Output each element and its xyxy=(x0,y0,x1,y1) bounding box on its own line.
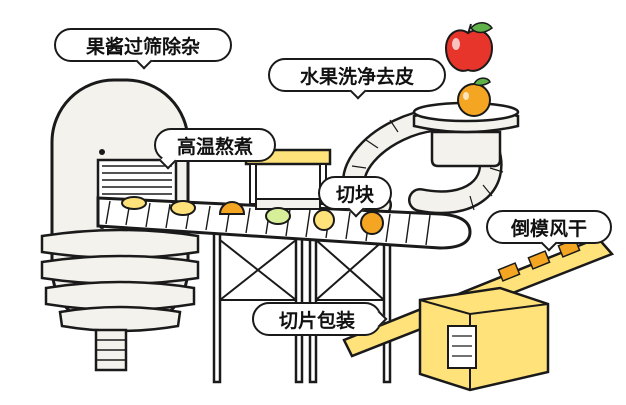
label-cook: 高温熬煮 xyxy=(154,128,276,162)
orange-icon xyxy=(457,77,491,117)
label-slice-pack: 切片包装 xyxy=(252,302,382,336)
fruit-pieces xyxy=(121,196,384,235)
apple-icon xyxy=(444,22,494,72)
packing-box xyxy=(418,286,550,392)
